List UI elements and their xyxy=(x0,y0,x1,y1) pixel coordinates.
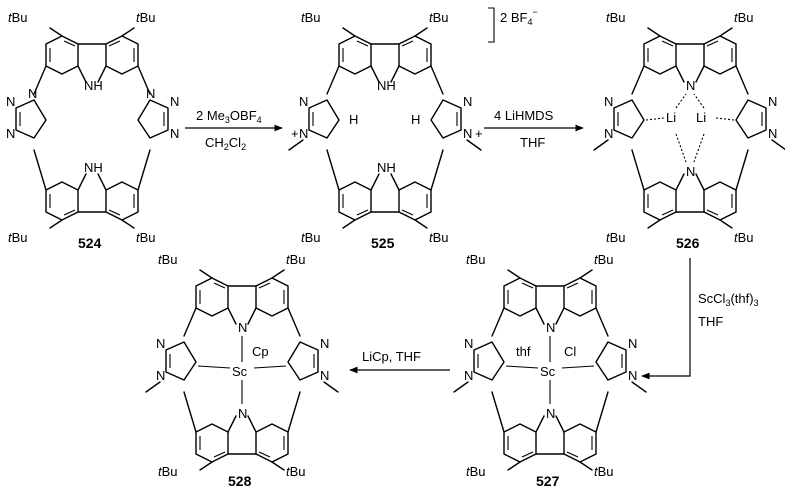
tbu-label: tBu xyxy=(606,10,626,25)
tbu-label: tBu xyxy=(301,230,321,245)
n-label: N xyxy=(320,336,329,351)
tbu-label: tBu xyxy=(466,464,486,479)
n-label: N xyxy=(628,336,637,351)
plus-charge: + xyxy=(475,126,483,141)
tbu-label: tBu xyxy=(136,10,156,25)
tbu-label: tBu xyxy=(429,230,449,245)
compound-number: 524 xyxy=(78,235,102,251)
n-label: N xyxy=(768,126,777,141)
n-label: N xyxy=(463,126,472,141)
plus-charge: + xyxy=(291,126,299,141)
compound-525: NH NH N N N N + + H H tBu tBu tBu tBu 52… xyxy=(288,10,483,251)
n-label: N xyxy=(320,368,329,383)
n-label: N xyxy=(299,126,308,141)
tbu-label: tBu xyxy=(136,230,156,245)
n-label: N xyxy=(6,94,15,109)
compound-527: N N N N N N Sc thf Cl tBu tBu tBu tBu 52… xyxy=(453,252,647,489)
counter-ion-label: 2 BF4− xyxy=(500,7,538,27)
n-label: N xyxy=(546,406,555,421)
tbu-label: tBu xyxy=(429,10,449,25)
nh-label: NH xyxy=(84,160,103,175)
nh-label: NH xyxy=(84,78,103,93)
n-label: N xyxy=(170,94,179,109)
n-label: N xyxy=(628,368,637,383)
tbu-label: tBu xyxy=(286,252,306,267)
compound-number: 525 xyxy=(371,235,395,251)
tbu-label: tBu xyxy=(158,252,178,267)
li-label: Li xyxy=(666,110,676,125)
reaction-arrow-3: ScCl3(thf)3 THF xyxy=(641,258,759,380)
h-label: H xyxy=(349,112,358,127)
n-label: N xyxy=(768,94,777,109)
solvent-label: THF xyxy=(520,135,545,150)
compound-524: NH NH N N N N N N tBu tBu tBu tBu 524 xyxy=(6,10,179,251)
compound-528: N N N N N N Sc Cp tBu tBu tBu tBu 528 xyxy=(145,252,339,489)
li-label: Li xyxy=(696,110,706,125)
n-label: N xyxy=(156,368,165,383)
h-label: H xyxy=(411,112,420,127)
solvent-label: CH2Cl2 xyxy=(205,135,246,152)
tbu-label: tBu xyxy=(301,10,321,25)
n-label: N xyxy=(686,164,695,179)
reagent-label: 2 Me3OBF4 xyxy=(196,108,262,125)
tbu-label: tBu xyxy=(8,10,28,25)
n-label: N xyxy=(464,368,473,383)
tbu-label: tBu xyxy=(158,464,178,479)
sc-label: Sc xyxy=(540,364,556,379)
n-label: N xyxy=(546,320,555,335)
cp-ligand-label: Cp xyxy=(252,344,269,359)
sc-label: Sc xyxy=(232,364,248,379)
tbu-label: tBu xyxy=(286,464,306,479)
nh-label: NH xyxy=(377,78,396,93)
tbu-label: tBu xyxy=(466,252,486,267)
solvent-label: THF xyxy=(698,314,723,329)
n-label: N xyxy=(299,94,308,109)
n-label: N xyxy=(238,406,247,421)
n-label: N xyxy=(464,336,473,351)
tbu-label: tBu xyxy=(594,464,614,479)
nh-label: NH xyxy=(377,160,396,175)
reagent-label: ScCl3(thf)3 xyxy=(698,291,759,308)
thf-ligand-label: thf xyxy=(516,344,531,359)
reaction-arrow-2: 4 LiHMDS THF xyxy=(484,108,584,150)
n-label: N xyxy=(604,94,613,109)
tbu-label: tBu xyxy=(594,252,614,267)
compound-526: N N N N N N Li Li tBu tBu tBu tBu 526 xyxy=(593,10,785,251)
reaction-arrow-1: 2 Me3OBF4 CH2Cl2 xyxy=(185,108,283,152)
compound-number: 527 xyxy=(536,473,560,489)
reagent-label: 4 LiHMDS xyxy=(494,108,554,123)
compound-number: 526 xyxy=(676,235,700,251)
n-label: N xyxy=(463,94,472,109)
reaction-arrow-4: LiCp, THF xyxy=(349,349,450,374)
n-label: N xyxy=(604,126,613,141)
tbu-label: tBu xyxy=(734,10,754,25)
counter-ion: 2 BF4− xyxy=(488,7,538,43)
tbu-label: tBu xyxy=(734,230,754,245)
n-label: N xyxy=(686,78,695,93)
tbu-label: tBu xyxy=(606,230,626,245)
reagent-label: LiCp, THF xyxy=(362,349,421,364)
n-label: N xyxy=(156,336,165,351)
n-label: N xyxy=(170,126,179,141)
cl-ligand-label: Cl xyxy=(564,344,576,359)
tbu-label: tBu xyxy=(8,230,28,245)
n-label: N xyxy=(28,86,37,101)
compound-number: 528 xyxy=(228,473,252,489)
n-label: N xyxy=(6,126,15,141)
n-label: N xyxy=(146,86,155,101)
n-label: N xyxy=(238,320,247,335)
